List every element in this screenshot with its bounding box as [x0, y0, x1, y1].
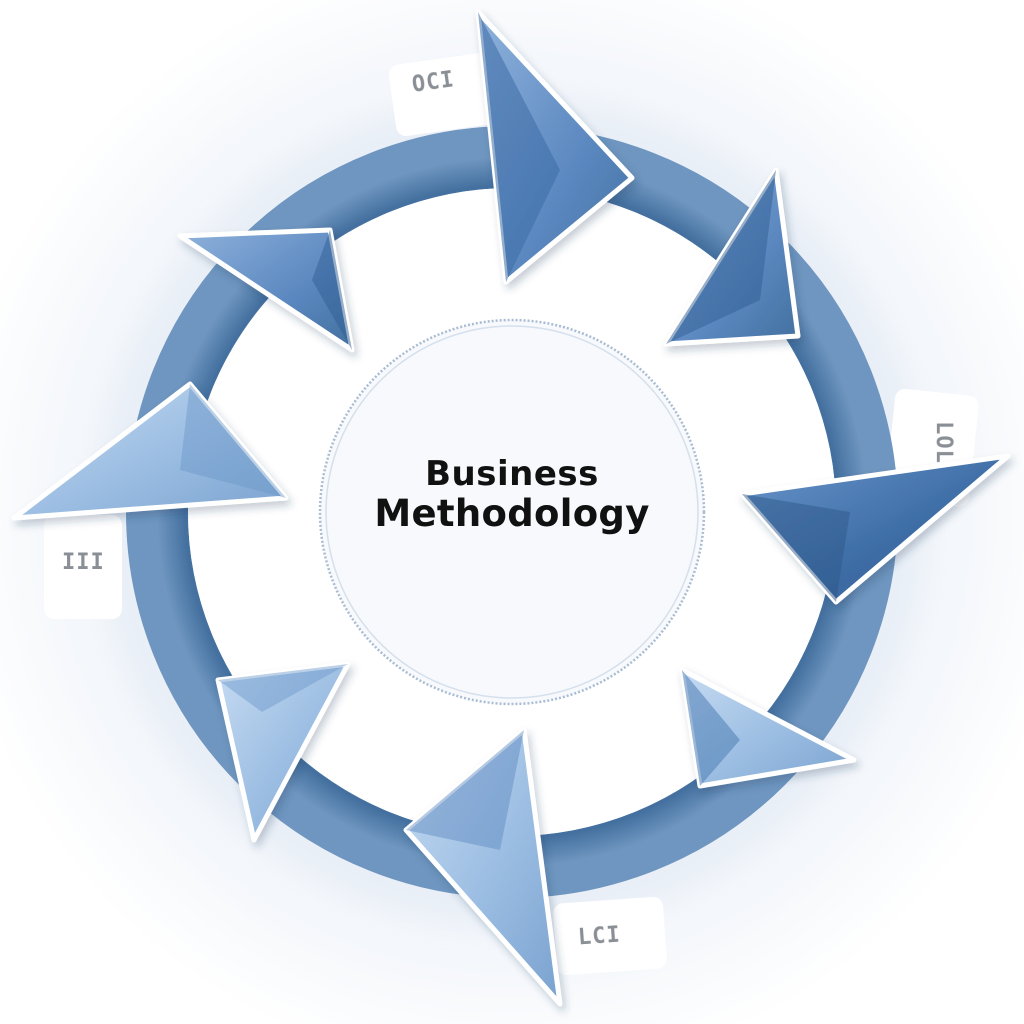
- tab-label-right: LOL: [930, 421, 956, 464]
- tab-left: [44, 515, 122, 619]
- center-title: Business Methodology: [322, 455, 702, 535]
- arrow-left-facet: [180, 384, 286, 498]
- tab-top: [388, 51, 506, 137]
- center-title-line-2: Methodology: [374, 492, 650, 536]
- tab-label-bottom: LCI: [577, 922, 622, 951]
- arrow-bottom-left-facet: [218, 664, 348, 712]
- center-circle: [318, 318, 706, 706]
- arrow-top-facet: [478, 12, 560, 282]
- arrow-top-left-facet: [312, 230, 352, 350]
- arrow-right-facet: [742, 494, 850, 602]
- center-title-line-1: Business: [425, 454, 599, 494]
- arrow-top-right-facet: [666, 170, 776, 344]
- tab-bottom: [553, 896, 667, 976]
- cycle-arrows: [11, 9, 1011, 1007]
- arrow-bottom-right-facet: [682, 670, 740, 786]
- center-circle-inner-rim: [325, 325, 699, 699]
- tab-label-left: III: [62, 550, 105, 575]
- arrow-bottom-facet: [406, 730, 524, 850]
